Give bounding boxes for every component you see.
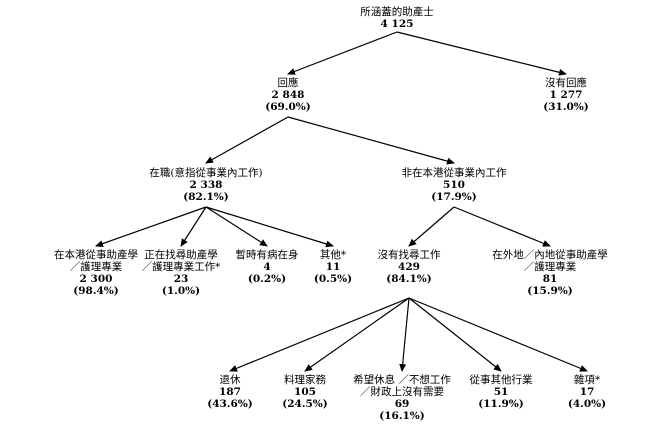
node-label: 非在本港從事業內工作	[401, 167, 507, 179]
node-label: 在職(意指從事業內工作)	[149, 167, 263, 179]
edge-root-to-responded	[287, 31, 398, 75]
node-percentage: (98.4%)	[73, 285, 119, 297]
node-count: 69	[394, 398, 410, 410]
edge-nojob-to-otherind	[408, 297, 502, 372]
edge-nojob-to-rest	[399, 297, 410, 372]
edge-root-to-noresponse	[396, 31, 567, 76]
node-percentage: (43.6%)	[207, 398, 253, 410]
node-count: 2 338	[189, 179, 223, 191]
node-label: ／護理專業工作*	[141, 261, 221, 273]
node-label: 在本港從事助產學	[54, 249, 138, 261]
node-employed: 在職(意指從事業內工作)2 338(82.1%)	[149, 167, 262, 203]
edge-responded-to-notlocal	[287, 116, 455, 165]
node-count: 2 300	[79, 273, 113, 285]
node-percentage: (11.9%)	[478, 398, 524, 410]
node-percentage: (17.9%)	[431, 191, 477, 203]
node-percentage: (0.5%)	[313, 273, 353, 285]
node-count: 429	[398, 261, 420, 273]
node-label: 從事其他行業	[469, 374, 533, 386]
node-label: 沒有找尋工作	[377, 249, 441, 261]
edge-nojob-to-household	[304, 297, 410, 372]
node-misc: 雜項*17(4.0%)	[568, 374, 606, 410]
node-count: 187	[219, 386, 241, 398]
node-percentage: (0.2%)	[247, 273, 287, 285]
node-seeking: 正在找尋助產學／護理專業工作*23(1.0%)	[142, 249, 221, 297]
node-percentage: (69.0%)	[265, 101, 311, 113]
node-count: 1 277	[549, 89, 583, 101]
node-percentage: (16.1%)	[379, 410, 425, 422]
node-label: 希望休息 ／不想工作	[353, 374, 451, 386]
node-label: 在外地／內地從事助產學	[492, 249, 608, 261]
node-percentage: (84.1%)	[386, 273, 432, 285]
node-label: 所涵蓋的助產士	[360, 6, 434, 18]
node-count: 81	[542, 273, 558, 285]
edge-notlocal-to-nojob	[408, 206, 455, 247]
node-percentage: (24.5%)	[282, 398, 328, 410]
node-percentage: (15.9%)	[527, 285, 573, 297]
node-label: 沒有回應	[545, 77, 587, 89]
node-count: 23	[173, 273, 189, 285]
node-others: 其他*11(0.5%)	[314, 249, 352, 285]
edge-employed-to-seeking	[180, 206, 207, 247]
edge-employed-to-local	[95, 206, 207, 247]
node-label: 料理家務	[284, 374, 326, 386]
edge-nojob-to-misc	[408, 297, 588, 372]
node-label: 正在找尋助產學	[144, 249, 218, 261]
edge-responded-to-employed	[205, 116, 289, 164]
node-count: 510	[443, 179, 465, 191]
node-count: 11	[325, 261, 341, 273]
node-label: ／財政上沒有需要	[360, 386, 444, 398]
node-count: 2 848	[271, 89, 305, 101]
node-percentage: (31.0%)	[543, 101, 589, 113]
node-count: 105	[294, 386, 316, 398]
node-label: ／護理專業	[523, 261, 577, 273]
node-label: 其他*	[319, 249, 347, 261]
node-label: 雜項*	[573, 374, 601, 386]
node-count: 4 125	[380, 18, 414, 30]
node-count: 51	[493, 386, 509, 398]
node-label: ／護理專業	[69, 261, 123, 273]
node-percentage: (4.0%)	[567, 398, 607, 410]
node-percentage: (1.0%)	[161, 285, 201, 297]
edge-employed-to-others	[205, 206, 334, 248]
node-percentage: (82.1%)	[183, 191, 229, 203]
edge-nojob-to-retired	[229, 297, 410, 372]
node-label: 暫時有病在身	[235, 249, 299, 261]
node-label: 退休	[219, 374, 241, 386]
node-count: 17	[579, 386, 595, 398]
node-label: 回應	[277, 77, 299, 89]
edge-employed-to-sick	[205, 206, 268, 247]
node-count: 4	[263, 261, 271, 273]
edge-notlocal-to-abroad	[453, 206, 551, 247]
